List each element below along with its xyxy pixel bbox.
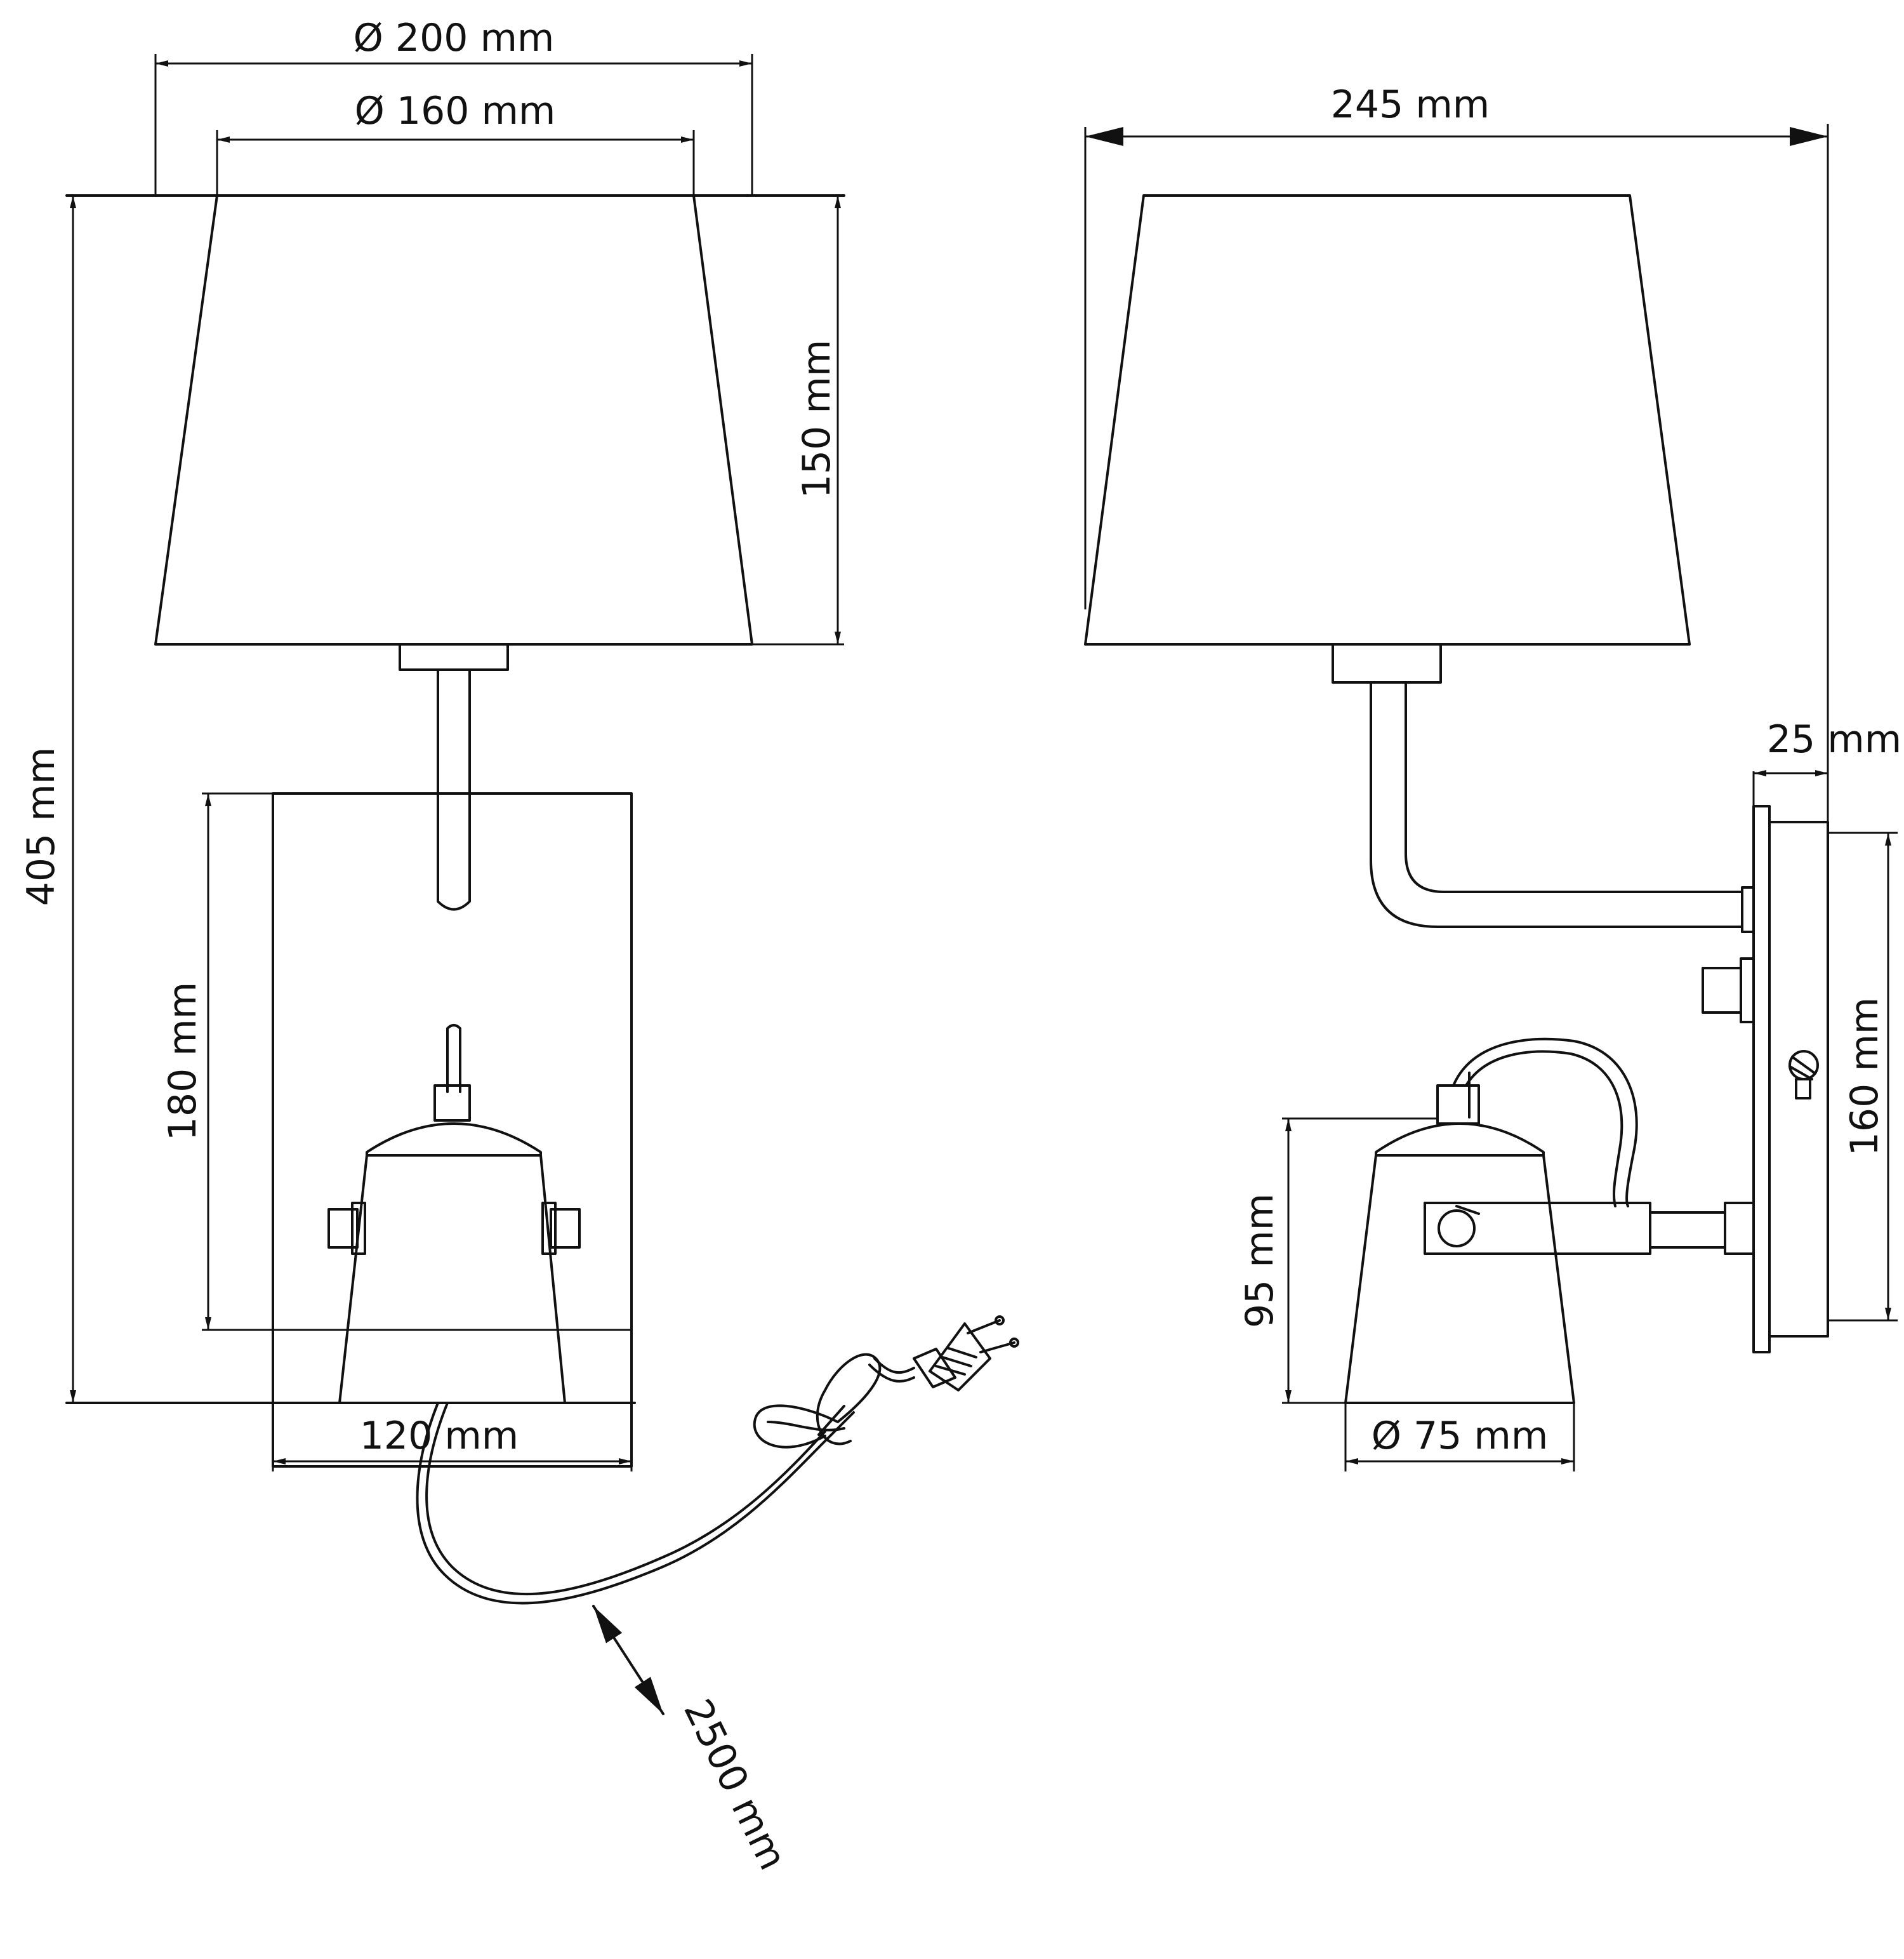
front-backplate bbox=[272, 792, 633, 1468]
label-backplate-width: 120 mm bbox=[360, 1414, 519, 1458]
front-spot-knob-left bbox=[327, 1208, 359, 1249]
label-backplate-height: 180 mm bbox=[161, 982, 205, 1141]
side-backplate-edge bbox=[1752, 805, 1771, 1353]
side-spotlight-body bbox=[1344, 1122, 1575, 1404]
side-spot-bracket-mount bbox=[1724, 1202, 1755, 1255]
dim-shade-height: 150 mm bbox=[752, 196, 844, 646]
side-switch-housing bbox=[1740, 957, 1755, 1023]
side-cable-outer bbox=[1452, 1037, 1638, 1207]
front-spotlight-body bbox=[338, 1122, 566, 1404]
front-socket-cap bbox=[399, 643, 509, 671]
dim-backplate-depth: 25 mm bbox=[1752, 717, 1901, 806]
dim-backplate-height: 180 mm bbox=[161, 792, 631, 1331]
side-view: 245 mm 25 mm 160 mm bbox=[1084, 83, 1901, 1471]
side-cable-inner bbox=[1465, 1050, 1623, 1207]
label-shade-height: 150 mm bbox=[795, 340, 839, 499]
dim-side-backplate-height: 160 mm bbox=[1828, 832, 1898, 1322]
side-backplate bbox=[1768, 821, 1829, 1338]
dim-cable-length: 2500 mm bbox=[592, 1605, 795, 1876]
side-pivot-knob bbox=[1438, 1209, 1476, 1247]
dim-spot-diameter: Ø 75 mm bbox=[1344, 1403, 1575, 1471]
front-spot-pin bbox=[446, 1024, 461, 1093]
front-spot-knob-left-ring bbox=[351, 1202, 366, 1255]
label-cable-length: 2500 mm bbox=[675, 1692, 795, 1876]
front-power-plug bbox=[913, 1315, 1019, 1391]
front-power-cable bbox=[416, 1353, 915, 1605]
label-projection: 245 mm bbox=[1331, 83, 1490, 127]
front-spot-knob-right-ring bbox=[541, 1202, 557, 1255]
side-spot-bracket-arm bbox=[1649, 1211, 1726, 1249]
side-lamp-shade bbox=[1084, 194, 1691, 646]
dim-total-height: 405 mm bbox=[19, 196, 76, 1403]
dim-spot-height: 95 mm bbox=[1238, 1117, 1438, 1404]
label-outer-shade-diameter: Ø 200 mm bbox=[354, 16, 555, 60]
side-spot-connector bbox=[1436, 1084, 1480, 1125]
side-socket-cap bbox=[1332, 643, 1442, 684]
front-lamp-stem bbox=[437, 668, 471, 911]
label-side-backplate-height: 160 mm bbox=[1842, 997, 1887, 1157]
front-spot-connector bbox=[433, 1084, 471, 1122]
label-spot-height: 95 mm bbox=[1238, 1193, 1282, 1328]
label-total-height: 405 mm bbox=[19, 747, 63, 906]
side-screw bbox=[1788, 1050, 1819, 1099]
side-arm-mount bbox=[1741, 886, 1755, 933]
label-spot-diameter: Ø 75 mm bbox=[1372, 1414, 1549, 1458]
side-arm-outer bbox=[1370, 687, 1743, 928]
front-spot-knob-right bbox=[550, 1208, 581, 1249]
side-arm-inner bbox=[1405, 687, 1743, 893]
label-backplate-depth: 25 mm bbox=[1767, 717, 1901, 762]
dim-projection: 245 mm bbox=[1084, 83, 1829, 822]
front-lamp-shade bbox=[154, 194, 753, 646]
side-switch-button bbox=[1702, 967, 1742, 1014]
label-inner-shade-diameter: Ø 160 mm bbox=[355, 89, 556, 133]
dim-backplate-width: 120 mm bbox=[272, 1403, 633, 1471]
front-view: Ø 200 mm Ø 160 mm 150 mm 180 bbox=[19, 16, 1019, 1876]
dim-inner-shade-diameter: Ø 160 mm bbox=[216, 89, 695, 197]
dim-outer-shade-diameter: Ø 200 mm bbox=[154, 16, 753, 197]
